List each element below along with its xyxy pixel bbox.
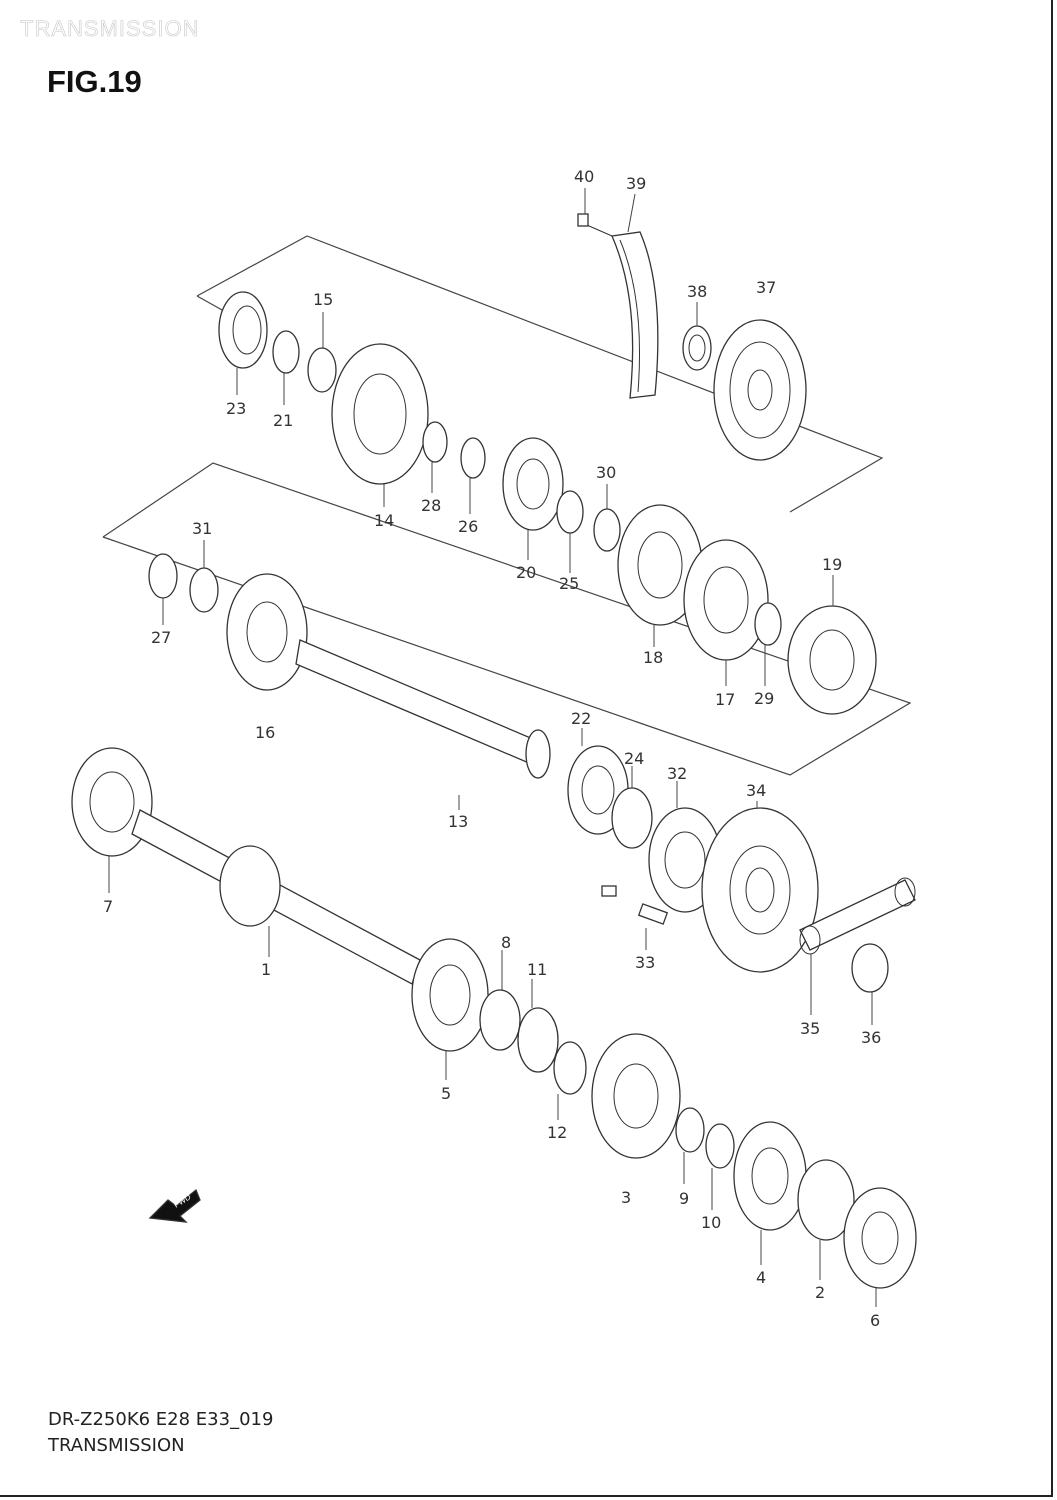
callout-22: 22 [571,709,591,728]
figure-title: FIG.19 [47,64,142,99]
callout-10: 10 [701,1213,721,1232]
callout-28: 28 [421,496,441,515]
callout-6: 6 [870,1311,880,1330]
callout-33: 33 [635,953,655,972]
callout-2: 2 [815,1283,825,1302]
callout-31: 31 [192,519,212,538]
callout-13: 13 [448,812,468,831]
callout-12: 12 [547,1123,567,1142]
callout-15: 15 [313,290,333,309]
footer-code: DR-Z250K6 E28 E33_019 [48,1409,274,1430]
callout-20: 20 [516,563,536,582]
upper-shaft-parts [218,291,877,715]
clip-36 [851,943,889,993]
drive-sprocket-34 [701,807,819,973]
callout-26: 26 [458,517,478,536]
fwd-arrow: FWD [148,1188,201,1223]
callout-39: 39 [626,174,646,193]
callout-18: 18 [643,648,663,667]
bolt-33 [601,885,669,925]
callout-17: 17 [715,690,735,709]
callout-3: 3 [621,1188,631,1207]
middle-group-outline [102,462,912,776]
callout-27: 27 [151,628,171,647]
mainshaft-assembly [71,747,421,985]
callout-1: 1 [261,960,271,979]
callout-7: 7 [103,897,113,916]
callout-37: 37 [756,278,776,297]
callout-numbers: 1 2 3 4 5 6 7 8 9 10 11 12 13 14 15 16 1… [103,167,881,1330]
callout-35: 35 [800,1019,820,1038]
callout-25: 25 [559,574,579,593]
screw-40 [577,213,613,237]
chain-35 [799,877,916,955]
callout-36: 36 [861,1028,881,1047]
shift-fork-39 [611,231,659,399]
lower-gear-train [411,938,917,1289]
header-watermark: TRANSMISSION [20,16,200,42]
callout-8: 8 [501,933,511,952]
gear-37 [713,319,807,461]
callout-34: 34 [746,781,766,800]
callout-16: 16 [255,723,275,742]
part-38 [682,325,712,371]
callout-40: 40 [574,167,594,186]
callout-5: 5 [441,1084,451,1103]
callout-19: 19 [822,555,842,574]
callout-32: 32 [667,764,687,783]
leader-lines [108,188,877,1307]
callout-29: 29 [754,689,774,708]
callout-38: 38 [687,282,707,301]
callout-23: 23 [226,399,246,418]
callout-4: 4 [756,1268,766,1287]
callout-9: 9 [679,1189,689,1208]
callout-14: 14 [374,511,394,530]
callout-11: 11 [527,960,547,979]
callout-30: 30 [596,463,616,482]
callout-24: 24 [624,749,644,768]
footer-title: TRANSMISSION [48,1435,185,1456]
countershaft-assembly [148,553,722,913]
callout-21: 21 [273,411,293,430]
